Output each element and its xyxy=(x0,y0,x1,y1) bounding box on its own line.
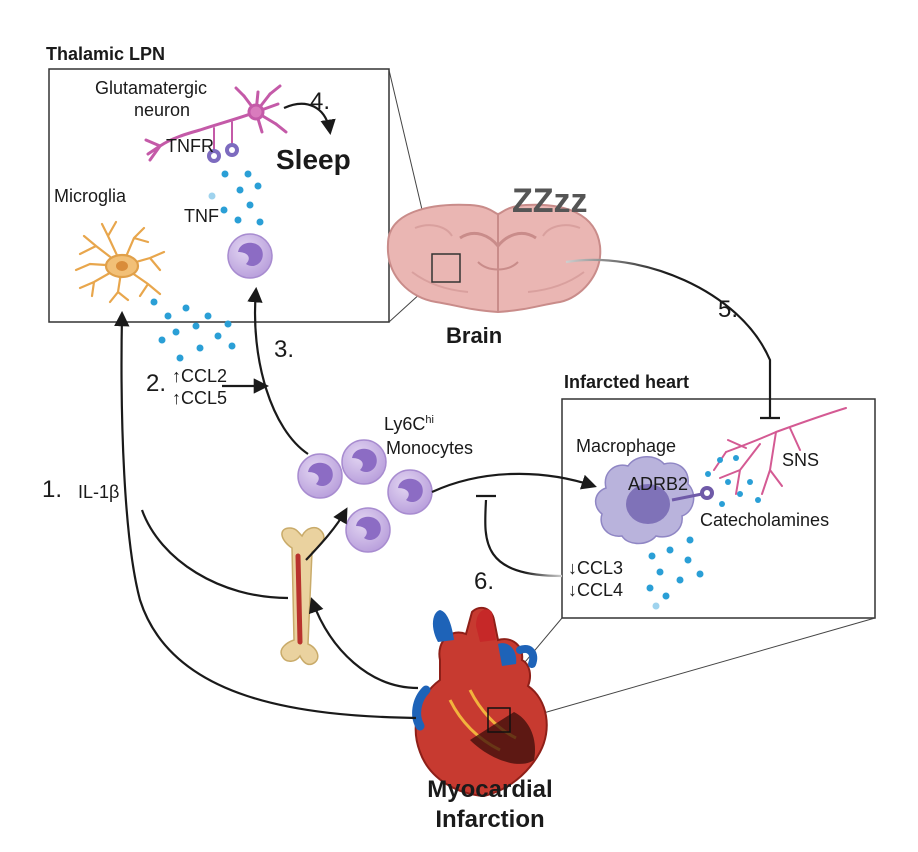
mi-label-line1: Myocardial xyxy=(427,776,553,803)
step-4: 4. xyxy=(310,88,331,115)
arrow-monocytes-to-macrophage xyxy=(431,472,597,494)
ccl3-ccl4-dots xyxy=(646,536,704,610)
ccl4-label: ↓CCL4 xyxy=(568,580,624,600)
thalamic-lpn-box xyxy=(48,68,390,323)
microglia-cell xyxy=(74,220,166,304)
arrow-1 xyxy=(114,310,417,720)
tnfr-receptors xyxy=(207,143,239,163)
neuron-label: neuron xyxy=(134,100,191,120)
glutamatergic-neuron xyxy=(144,84,288,162)
arrow-5 xyxy=(565,258,772,418)
monocyte-in-thalamus xyxy=(227,233,273,279)
arrow-6 xyxy=(484,499,563,578)
step-1: 1. xyxy=(42,476,63,503)
catecholamine-dots xyxy=(705,455,761,507)
ccl2-label: ↑CCL2 xyxy=(172,366,228,386)
bone-marrow xyxy=(280,526,325,666)
adrb2-receptor xyxy=(671,486,714,502)
thalamic-lpn-title: Thalamic LPN xyxy=(46,44,166,64)
macrophage-label: Macrophage xyxy=(576,436,677,456)
ccl5-label: ↑CCL5 xyxy=(172,388,228,408)
arrow-bone-to-monocytes xyxy=(305,507,348,561)
step-6: 6. xyxy=(474,568,495,595)
step-2: 2. xyxy=(146,370,167,397)
step-3: 3. xyxy=(274,336,295,363)
sns-label: SNS xyxy=(782,450,820,470)
mi-label-line2: Infarction xyxy=(435,806,545,833)
ccl3-label: ↓CCL3 xyxy=(568,558,624,578)
monocyte-cluster xyxy=(297,439,433,553)
tnf-dots xyxy=(208,170,264,226)
tnf-label: TNF xyxy=(184,206,219,226)
adrb2-label: ADRB2 xyxy=(628,474,689,494)
arrow-heart-to-bone xyxy=(308,597,419,690)
zzz-text: ZZzz xyxy=(512,182,588,220)
sleep-label: Sleep xyxy=(276,144,351,175)
microglia-label: Microglia xyxy=(54,186,127,206)
brain-label: Brain xyxy=(446,323,503,348)
il1b-label: IL-1β xyxy=(78,482,120,502)
brain-zoom-square xyxy=(431,253,461,283)
macrophage-cell xyxy=(594,456,695,545)
catecholamines-label: Catecholamines xyxy=(700,510,830,530)
arrow-1-branch-bone xyxy=(140,509,289,600)
monocytes-label: Monocytes xyxy=(386,438,474,458)
infarcted-heart-title: Infarcted heart xyxy=(564,372,690,392)
heart-illustration xyxy=(412,606,548,798)
brain-illustration xyxy=(386,203,602,314)
sns-nerve xyxy=(713,407,847,495)
ccl-dots xyxy=(150,298,236,362)
arrow-4 xyxy=(283,102,336,136)
tnfr-label: TNFR xyxy=(166,136,214,156)
step-5: 5. xyxy=(718,296,739,323)
ly6c-label: Ly6Chi xyxy=(384,414,434,434)
glutamatergic-label: Glutamatergic xyxy=(95,78,208,98)
heart-zoom-square xyxy=(487,707,511,733)
zoom-line-heart-right xyxy=(511,617,876,723)
